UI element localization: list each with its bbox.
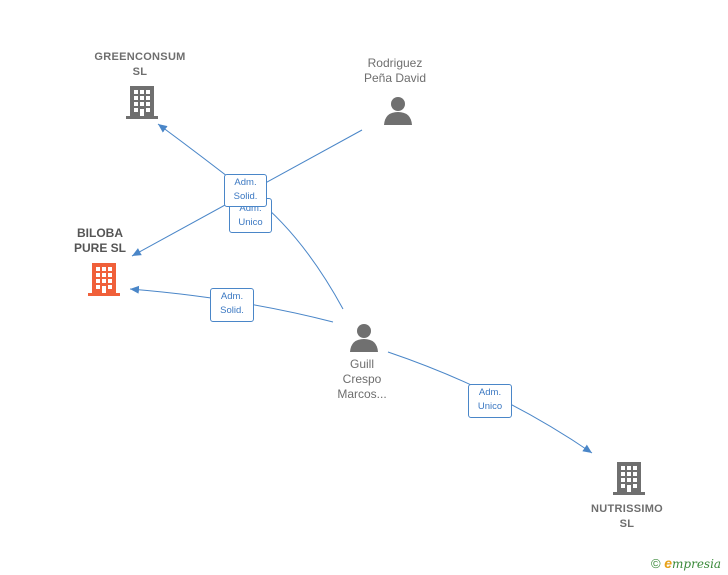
edge-label-line1: Adm. (478, 387, 502, 398)
building-icon[interactable] (613, 460, 645, 496)
edge-label-line2: Unico (477, 401, 503, 412)
edge-label-line1: Adm. (239, 203, 262, 214)
biloba-name-line1: BILOBA (77, 226, 123, 240)
edge-label-line2: Unico (238, 217, 263, 228)
edge-label-line2: Solid. (220, 305, 244, 316)
building-icon[interactable] (126, 84, 158, 120)
node-label-nutrissimo[interactable]: NUTRISSIMO SL (572, 502, 682, 532)
node-label-guill[interactable]: Guill Crespo Marcos... (310, 357, 414, 402)
edge-label-adm-unico-nutrissimo[interactable]: Adm. Unico (468, 384, 512, 418)
node-label-greenconsum[interactable]: GREENCONSUM SL (80, 50, 200, 80)
edge-label-adm-solid-biloba[interactable]: Adm. Solid. (210, 288, 254, 322)
edge-label-line1: Adm. (220, 291, 244, 302)
person-icon[interactable] (349, 322, 379, 352)
building-focus-icon[interactable] (88, 261, 120, 297)
guill-name-line3: Marcos... (337, 387, 387, 401)
brand-letter: e (664, 555, 673, 571)
rodriguez-name-line1: Rodriguez (367, 56, 423, 70)
guill-name-line2: Crespo (342, 372, 382, 386)
edge-label-line1: Adm. (234, 177, 257, 188)
edge-label-adm-solid[interactable]: Adm. Solid. (224, 174, 267, 207)
empresia-watermark: © empresia (651, 555, 721, 571)
guill-name-line1: Guill (349, 357, 374, 371)
nutrissimo-name-line2: SL (619, 518, 635, 530)
person-icon[interactable] (383, 95, 413, 125)
copyright-icon: © (651, 556, 661, 571)
node-label-rodriguez[interactable]: Rodriguez Peña David (340, 56, 450, 86)
brand-name: mpresia (672, 557, 722, 571)
greenconsum-name-line1: GREENCONSUM (94, 51, 186, 63)
biloba-name-line2: PURE SL (73, 241, 126, 255)
nutrissimo-name-line1: NUTRISSIMO (590, 503, 664, 515)
greenconsum-name-line2: SL (132, 66, 148, 78)
rodriguez-name-line2: Peña David (363, 71, 427, 85)
node-label-biloba[interactable]: BILOBA PURE SL (50, 226, 150, 256)
edge-label-line2: Solid. (233, 191, 258, 202)
